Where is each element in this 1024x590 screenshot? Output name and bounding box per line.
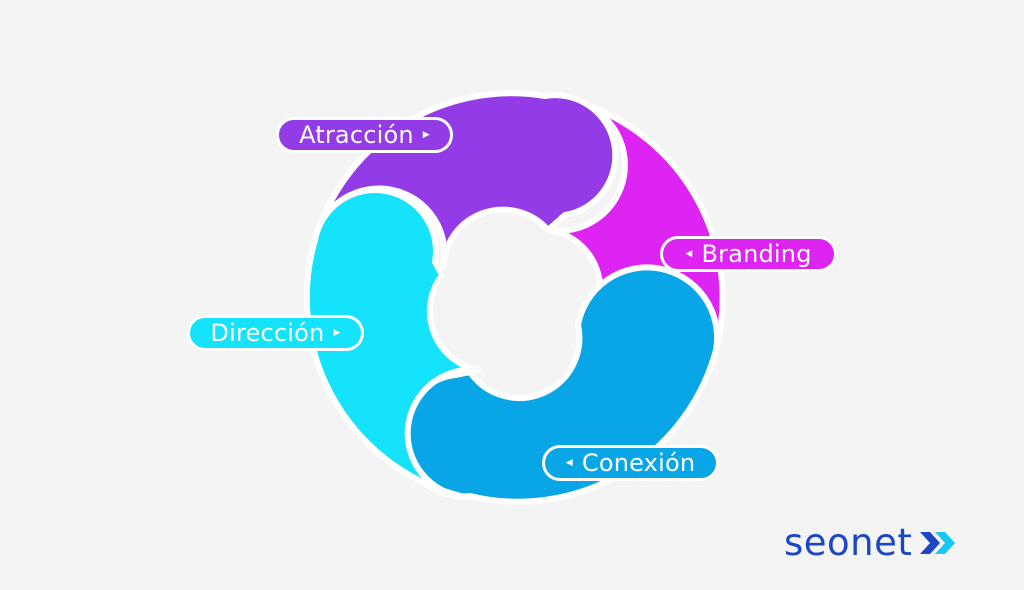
- label-conexion-text: Conexión: [581, 449, 696, 477]
- segment-direccion: [303, 187, 481, 500]
- label-conexion: ◀ Conexión: [542, 445, 719, 481]
- pointer-left-icon: ◀: [685, 248, 693, 259]
- label-direccion-text: Dirección: [210, 319, 325, 347]
- center-hole: [450, 236, 574, 360]
- pointer-right-icon: ▶: [333, 327, 341, 338]
- pointer-left-icon: ◀: [565, 457, 573, 468]
- pointer-right-icon: ▶: [422, 129, 430, 140]
- label-direccion: Dirección ▶: [187, 315, 364, 351]
- label-atraccion-text: Atracción: [299, 121, 414, 149]
- label-branding: ◀ Branding: [660, 236, 837, 272]
- double-chevron-icon: [920, 531, 956, 554]
- logo-text: seonet: [784, 521, 913, 564]
- label-branding-text: Branding: [701, 240, 812, 268]
- label-atraccion: Atracción ▶: [276, 117, 453, 153]
- seonet-logo: seonet: [784, 524, 958, 561]
